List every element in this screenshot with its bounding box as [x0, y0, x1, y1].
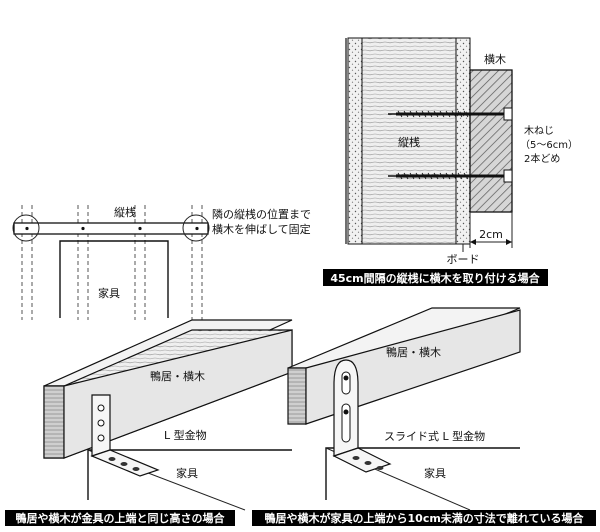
note-line-2: 横木を伸ばして固定: [212, 222, 311, 236]
caption-box: [5, 510, 235, 526]
bracket-slot: [341, 371, 351, 395]
label-stud: 縦桟: [114, 205, 136, 219]
note-line-1: 隣の縦桟の位置まで: [212, 207, 311, 221]
figure-top-right: 2cm ボード 横木 縦桟 木ねじ （5～6cm） 2本どめ 45cm間隔の縦桟…: [323, 37, 578, 286]
screw-dot: [138, 226, 142, 231]
furniture-outline: [59, 240, 169, 318]
caption-bottom-left: 鴨居や横木が金具の上端と同じ高さの場合: [16, 511, 226, 525]
screw-upper: [388, 107, 513, 121]
bracket-hole: [108, 457, 116, 461]
screw-note-2: （5～6cm）: [520, 139, 578, 151]
dimension-2cm: 2cm: [479, 228, 503, 241]
caption-box: [323, 269, 548, 286]
screw-dot: [195, 226, 199, 231]
bracket-screw: [343, 409, 349, 415]
screw-note-3: 2本どめ: [524, 152, 560, 165]
beam-end: [43, 385, 65, 459]
dim-arrow: [470, 239, 476, 245]
label-beam-right: 鴨居・横木: [386, 345, 441, 359]
screw-lower: [388, 169, 513, 183]
stud-body: [361, 37, 457, 245]
label-furniture-left: 家具: [176, 466, 198, 480]
beam-end: [287, 367, 307, 425]
slide-bracket-horizontal: [332, 447, 392, 473]
label-board: ボード: [447, 253, 480, 266]
bracket-hole: [97, 419, 105, 427]
bracket-hole: [132, 467, 140, 471]
label-furniture-right: 家具: [424, 466, 446, 480]
caption-box: [252, 510, 596, 526]
label-stud-right: 縦桟: [398, 135, 420, 149]
figure-bottom-left: 鴨居・横木 L 型金物 家具 鴨居や横木が金具の上端と同じ高さの場合: [5, 319, 293, 526]
bracket-hole: [97, 434, 105, 442]
screw-dot: [81, 226, 85, 231]
end-circle: [12, 214, 40, 242]
label-beam-left: 鴨居・横木: [150, 369, 205, 383]
screw-dot: [25, 226, 29, 231]
board-strip-left: [347, 37, 363, 245]
figure-bottom-right: 鴨居・横木 スライド式 L 型金物 家具 鴨居や横木が家具の上端から10cm未満…: [252, 307, 596, 526]
bracket-hole: [364, 461, 372, 465]
crosspiece-section: [469, 69, 513, 213]
crosspiece-bar: [13, 222, 209, 235]
board-strip-right: [455, 37, 471, 245]
bracket-hole: [376, 466, 384, 470]
label-crosspiece: 横木: [484, 52, 506, 66]
bracket-hole: [352, 456, 360, 460]
dim-arrow: [506, 239, 512, 245]
beam-face: [305, 309, 521, 425]
bracket-hole: [97, 404, 105, 412]
bracket-hole: [120, 462, 128, 466]
caption-top-right: 45cm間隔の縦桟に横木を取り付ける場合: [330, 271, 540, 285]
label-furniture: 家具: [98, 286, 120, 300]
screw-note-1: 木ねじ: [524, 125, 554, 137]
label-bracket-right: スライド式 L 型金物: [384, 429, 485, 443]
label-bracket-left: L 型金物: [164, 428, 207, 442]
caption-bottom-right: 鴨居や横木が家具の上端から10cm未満の寸法で離れている場合: [265, 511, 585, 525]
figure-top-left: 縦桟 隣の縦桟の位置まで 横木を伸ばして固定 家具: [12, 205, 311, 320]
end-circle: [182, 214, 210, 242]
bracket-screw: [343, 375, 349, 381]
